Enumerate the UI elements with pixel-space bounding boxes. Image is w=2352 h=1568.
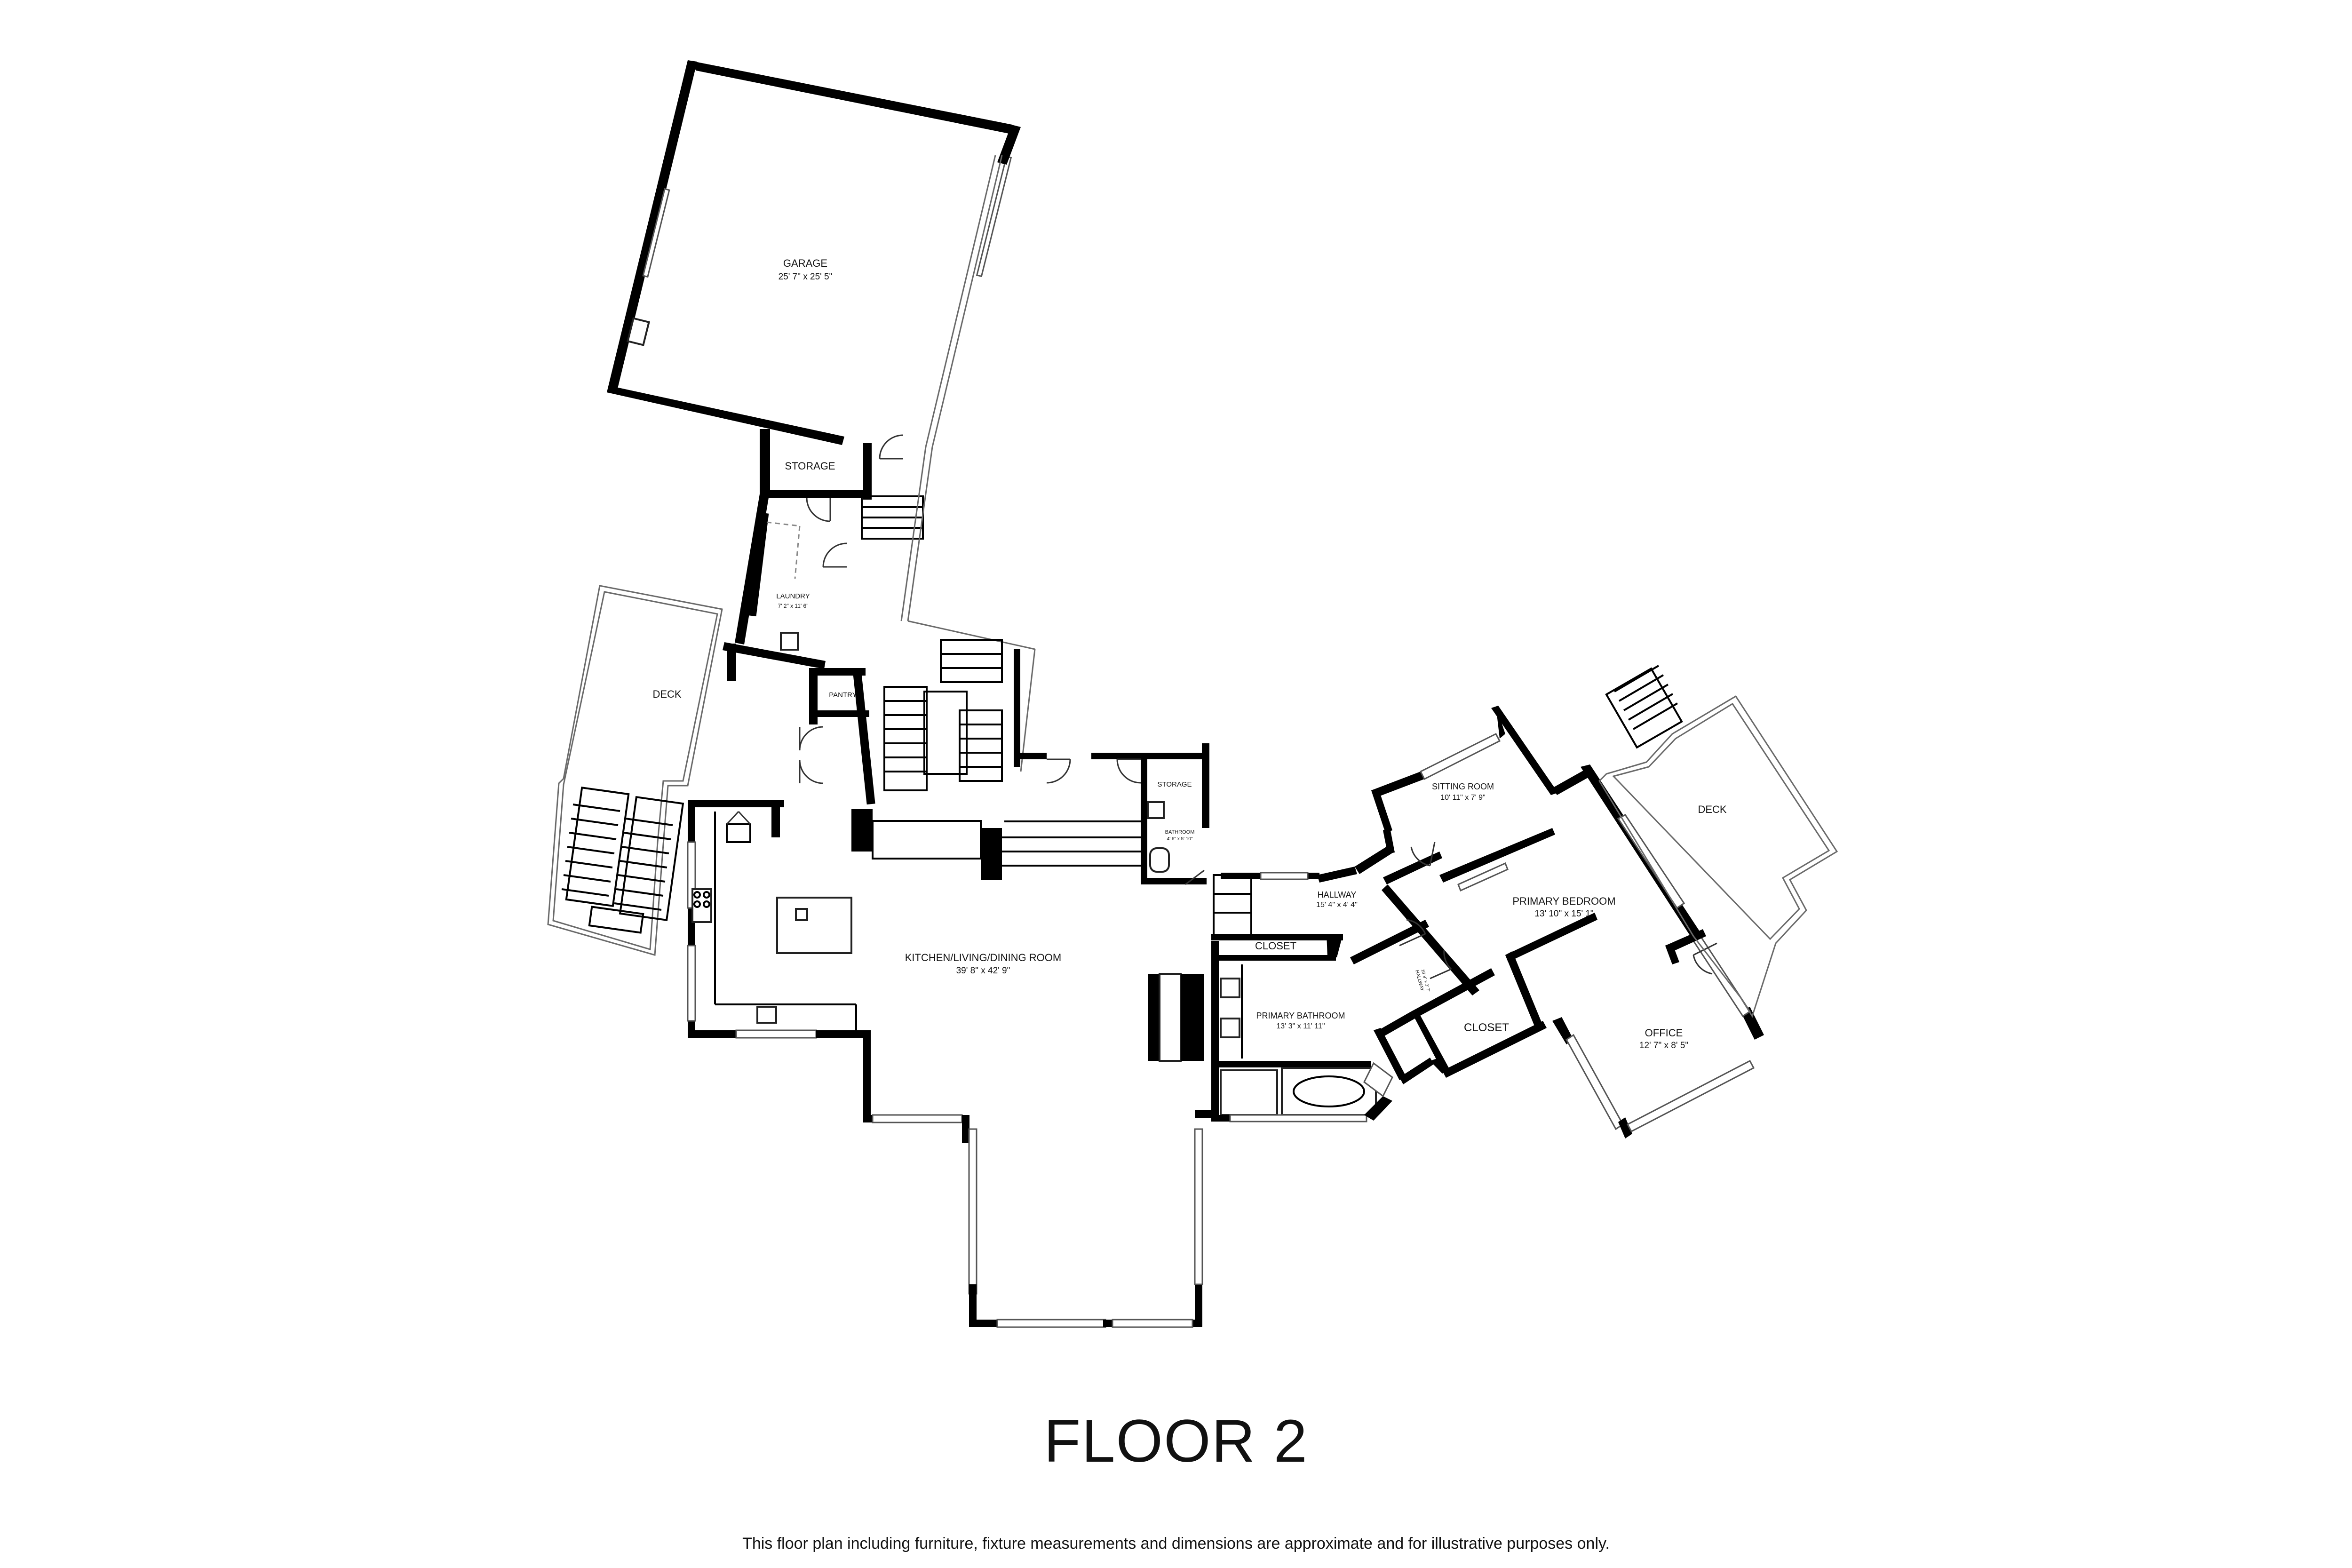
north-stairs [861,446,1035,650]
garage-glass-wall [931,155,1003,447]
bathtub [1281,1067,1377,1116]
disclaimer-text: This floor plan including furniture, fix… [742,1535,1610,1552]
garage-window-left [642,188,670,278]
garage-floor-marker [627,317,650,346]
storage-top-label: STORAGE [785,460,835,472]
floor-title: FLOOR 2 [1044,1408,1308,1475]
primary-bathroom-dims: 13' 3" x 11' 11" [1276,1022,1325,1030]
deck-left-label: DECK [652,688,681,700]
primary-bath-window [1229,1114,1367,1122]
kitchen-island [776,897,852,954]
garage-window-right [976,155,1012,278]
storage-mid-label: STORAGE [1157,780,1192,788]
primary-bedroom-label: PRIMARY BEDROOM [1512,895,1615,907]
kitchen-sink [756,1006,777,1024]
kitchen-window-south-east [1194,1128,1203,1285]
primary-bath-sink-2 [1220,1018,1240,1038]
deck-right-stairs [1605,665,1683,749]
kitchen-window-south [996,1319,1106,1328]
primary-bathroom-label: PRIMARY BATHROOM [1256,1011,1345,1020]
hallway-dims: 15' 4" x 4' 4" [1316,901,1358,909]
kitchen-dims: 39' 8" x 42' 9" [956,966,1010,976]
bathroom-dims: 4' 6" x 5' 10" [1167,836,1193,842]
primary-bedroom-dims: 13' 10" x 15' 1" [1534,909,1593,919]
garage-walls [607,60,1021,447]
pantry-walls [799,668,875,805]
closet-hall-label: CLOSET [1255,940,1296,952]
bathroom-label: BATHROOM [1165,829,1195,835]
laundry-dims: 7' 2" x 11' 6" [778,603,809,609]
deck-left [547,585,723,956]
garage-label: GARAGE [783,257,827,269]
hallway-label: HALLWAY [1318,890,1357,899]
fireplace [1159,973,1182,1062]
shower [1220,1069,1278,1116]
east-wing-walls [1211,872,1393,1122]
sitting-room-label: SITTING ROOM [1432,782,1494,791]
deck-right [1598,665,1838,1018]
bathroom-toilet [1149,847,1170,873]
bathroom-sink [1147,801,1165,819]
kitchen-label: KITCHEN/LIVING/DINING ROOM [905,952,1061,963]
closet-bedroom-label: CLOSET [1464,1021,1509,1034]
storage-laundry-walls [723,429,904,681]
office-label: OFFICE [1645,1027,1683,1039]
office-dims: 12' 7" x 8' 5" [1639,1041,1688,1051]
laundry-label: LAUNDRY [776,592,810,600]
primary-bath-sink-1 [1220,978,1240,998]
pantry-label: PANTRY [829,691,857,699]
deck-right-label: DECK [1698,804,1726,815]
island-sink [795,908,808,921]
center-stairs [883,639,1036,791]
garage-dims: 25' 7" x 25' 5" [779,272,833,282]
laundry-sink [780,632,799,651]
sitting-room-dims: 10' 11" x 7' 9" [1440,794,1485,802]
kitchen-window-south-west [968,1128,977,1295]
deck-left-stairs [561,786,684,934]
kitchen-walls [687,743,1214,1328]
